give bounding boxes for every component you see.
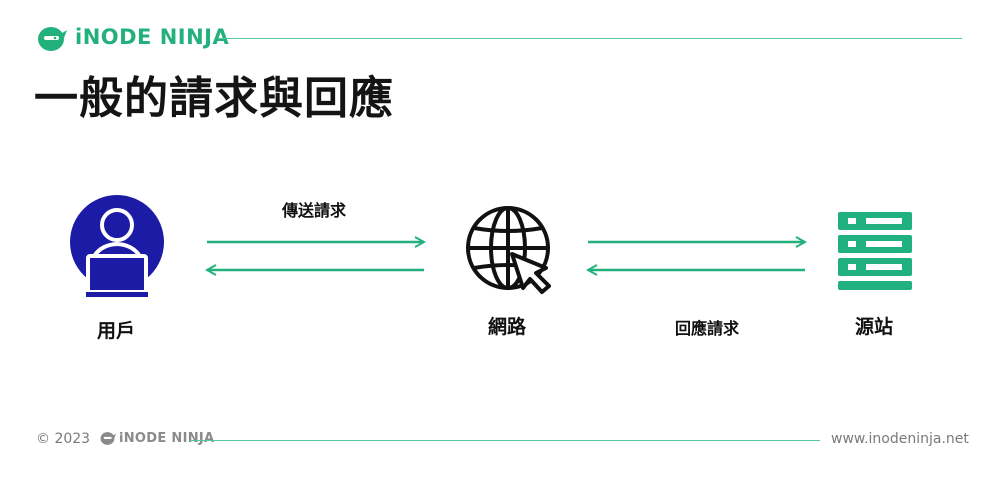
footer-brand-name: iNODE NINJA [119, 431, 215, 446]
node-label-network: 網路 [487, 316, 527, 338]
footer-logo-icon [100, 432, 116, 445]
footer-divider [190, 440, 820, 441]
page-title: 一般的請求與回應 [34, 73, 394, 124]
node-label-origin: 源站 [854, 316, 894, 338]
request-response-diagram: 傳送請求 回應請求 用戶 網路 源站 [0, 180, 1000, 350]
user-laptop-icon [70, 195, 164, 297]
brand-logo-icon [38, 27, 67, 51]
globe-cursor-icon [466, 206, 551, 294]
respond-request-label: 回應請求 [674, 319, 740, 338]
header-divider [218, 38, 962, 39]
diagram-canvas [70, 195, 912, 297]
footer-website-link[interactable]: www.inodeninja.net [831, 431, 969, 447]
node-label-user: 用戶 [96, 320, 136, 342]
brand-name: iNODE NINJA [75, 25, 230, 49]
send-request-label: 傳送請求 [281, 201, 347, 220]
server-rack-icon [838, 212, 912, 290]
copyright: © 2023 [36, 431, 91, 447]
